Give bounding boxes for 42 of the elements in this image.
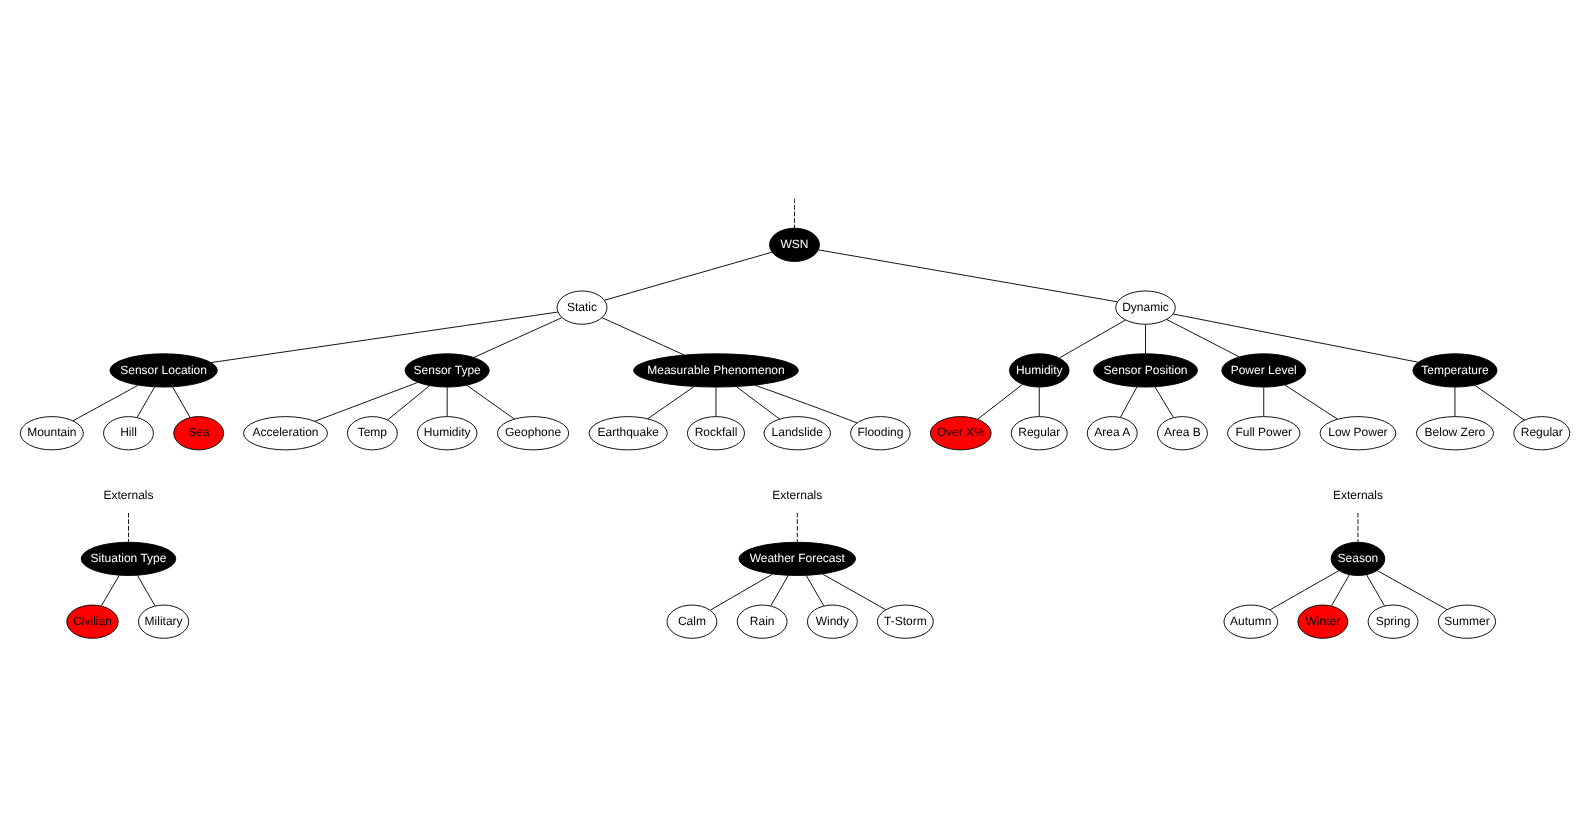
connector — [1059, 318, 1126, 358]
connector — [1263, 385, 1265, 416]
connector — [770, 574, 789, 606]
connector — [805, 574, 825, 606]
connector — [1357, 511, 1359, 542]
connector — [977, 382, 1024, 419]
connector — [709, 572, 774, 610]
connector — [794, 197, 795, 228]
connector — [1330, 573, 1350, 606]
connector — [446, 385, 448, 416]
connector — [1038, 385, 1040, 416]
connector — [137, 574, 156, 606]
connector — [466, 383, 515, 419]
connector — [1284, 383, 1338, 419]
connector — [1172, 312, 1419, 362]
connector — [1376, 569, 1448, 609]
connector — [136, 385, 155, 417]
connector — [473, 316, 563, 357]
connector — [1269, 569, 1340, 610]
connector — [817, 248, 1118, 302]
connector — [754, 383, 858, 423]
connector — [1454, 385, 1456, 416]
connector — [387, 384, 430, 420]
connector — [821, 572, 887, 610]
connector — [604, 250, 773, 300]
connector — [601, 316, 685, 355]
connector — [1120, 385, 1138, 417]
connector — [1166, 318, 1240, 357]
connector — [647, 385, 695, 419]
connector — [128, 511, 129, 542]
connector — [1366, 573, 1385, 606]
connector — [1145, 323, 1146, 353]
connector — [715, 385, 717, 416]
connector — [210, 310, 559, 363]
connector — [72, 383, 139, 421]
connector — [172, 385, 191, 417]
connector — [314, 381, 418, 421]
connector — [1154, 385, 1174, 417]
connector — [736, 385, 780, 419]
connector — [796, 511, 798, 542]
connector — [1474, 383, 1525, 420]
connector — [100, 574, 120, 606]
